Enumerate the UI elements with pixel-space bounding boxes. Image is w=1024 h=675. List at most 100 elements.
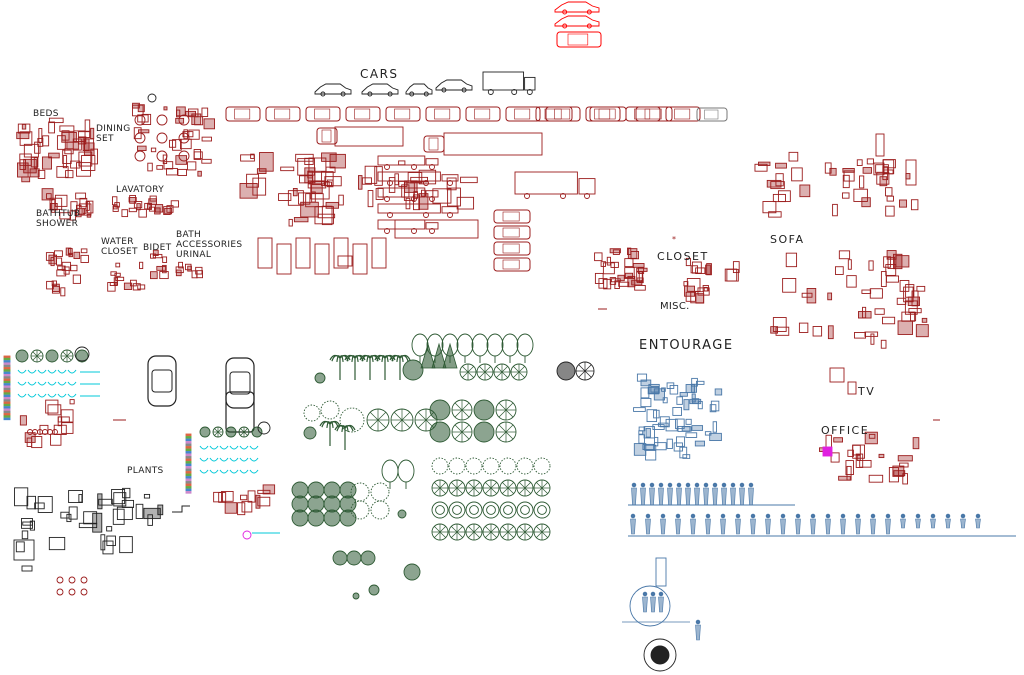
- water-closet-icon: [45, 252, 55, 261]
- sofa-block-icon: [895, 255, 910, 268]
- dining-set-icon: [185, 110, 196, 117]
- bath-label-line1: BATH: [176, 230, 202, 240]
- closet-block-icon: [630, 251, 640, 260]
- legend-swatch-icon: [3, 380, 11, 384]
- person-icon: [748, 487, 754, 506]
- tree-branch-icon: [434, 531, 441, 538]
- sofa-block-icon: [772, 317, 787, 332]
- car-top-view-icon: [338, 194, 344, 206]
- sofa-block-icon: [856, 159, 863, 166]
- sofa-block-icon: [882, 316, 896, 325]
- round-table-icon: [134, 114, 146, 126]
- tree-branch-icon: [377, 411, 387, 421]
- closet-label: CLOSET: [657, 250, 709, 263]
- water-closet-icon: [109, 282, 118, 286]
- tree-branch-icon: [584, 364, 592, 372]
- wheel-icon: [429, 228, 435, 234]
- person-head-icon: [930, 513, 936, 519]
- tree-branch-icon: [456, 526, 463, 533]
- legend-swatch-icon: [3, 376, 11, 379]
- truck-top-view-icon: [394, 173, 399, 186]
- person-icon: [810, 518, 816, 535]
- person-head-icon: [739, 482, 745, 488]
- office-desk-icon: [845, 460, 854, 475]
- tree-plan-icon: [402, 359, 424, 381]
- person-icon: [690, 518, 696, 535]
- car-top-view-icon: [535, 106, 573, 122]
- tree-branch-icon: [214, 431, 219, 436]
- person-head-icon: [660, 513, 666, 519]
- sofa-block-icon: [827, 292, 833, 301]
- plan-block-icon: [119, 536, 133, 554]
- bathtub-icon: [41, 188, 54, 201]
- sofa-block-icon: [869, 288, 883, 299]
- sofa-block-icon: [901, 311, 916, 322]
- dining-set-icon: [141, 113, 152, 126]
- person-head-icon: [960, 513, 966, 519]
- car-top-view-icon: [352, 243, 368, 275]
- table-chair-icon: [57, 416, 63, 427]
- tree-branch-icon: [473, 526, 480, 533]
- tree-branch-icon: [456, 487, 463, 494]
- person-head-icon: [645, 513, 651, 519]
- dining-set-icon: [201, 136, 212, 142]
- misc-symbol: *: [672, 235, 676, 244]
- tanker-truck-icon: [394, 219, 479, 239]
- car-cabin-icon: [594, 108, 611, 120]
- closet-block-icon: [609, 277, 617, 285]
- wheel-icon: [387, 180, 393, 186]
- tree-plan-icon: [303, 426, 317, 440]
- tree-plan-icon: [332, 550, 348, 566]
- tree-branch-icon: [369, 419, 379, 429]
- office-desk-icon: [892, 465, 905, 477]
- dining-set-icon: [201, 107, 209, 117]
- tree-branch-icon: [439, 526, 446, 533]
- tree-branch-icon: [451, 487, 458, 494]
- tree-plan-icon: [448, 501, 466, 519]
- wheel-icon: [384, 228, 390, 234]
- truck-top-view-icon: [398, 160, 406, 166]
- dining-set-icon: [197, 170, 202, 177]
- car-cabin-icon: [394, 108, 411, 120]
- legend-swatch-icon: [3, 371, 11, 375]
- dining-set-icon: [163, 161, 174, 170]
- water-closet-icon: [56, 257, 63, 266]
- person-group-icon: [640, 379, 652, 387]
- car-top-view-icon: [147, 355, 177, 407]
- bathtub-icon: [79, 197, 88, 208]
- closet-block-icon: [634, 285, 646, 291]
- closet-block-icon: [598, 278, 608, 289]
- closet-block-icon: [606, 256, 611, 266]
- person-group-icon: [638, 430, 644, 435]
- plan-block-icon: [111, 489, 126, 505]
- tree-branch-icon: [434, 487, 441, 494]
- office-desk-icon: [868, 433, 876, 439]
- dining-set-icon: [201, 158, 212, 164]
- car-cabin-icon: [321, 129, 332, 143]
- office-chair-icon: [822, 446, 833, 457]
- water-closet-icon: [137, 284, 146, 290]
- truck-trailer-icon: [377, 155, 426, 166]
- person-head-icon: [640, 482, 646, 488]
- water-closet-icon: [132, 283, 141, 291]
- person-icon: [642, 596, 648, 613]
- tree-plan-icon: [397, 509, 407, 519]
- person-head-icon: [885, 513, 891, 519]
- water-closet-icon: [115, 276, 125, 282]
- office-desk-icon: [897, 455, 913, 462]
- tree-branch-icon: [502, 526, 509, 533]
- truck-top-view-icon: [375, 188, 384, 200]
- table-chair-icon: [257, 489, 271, 494]
- tree-branch-icon: [461, 409, 470, 418]
- car-top-view-icon: [465, 106, 501, 122]
- person-group-icon: [653, 409, 660, 419]
- person-group-icon: [666, 438, 673, 449]
- sofa-block-icon: [861, 289, 872, 294]
- tree-branch-icon: [496, 366, 503, 373]
- dining-set-icon: [180, 138, 192, 150]
- wheel-icon: [384, 196, 390, 202]
- person-icon: [720, 518, 726, 535]
- sofa-block-icon: [754, 163, 768, 172]
- person-group-icon: [709, 432, 722, 442]
- person-head-icon: [720, 513, 726, 519]
